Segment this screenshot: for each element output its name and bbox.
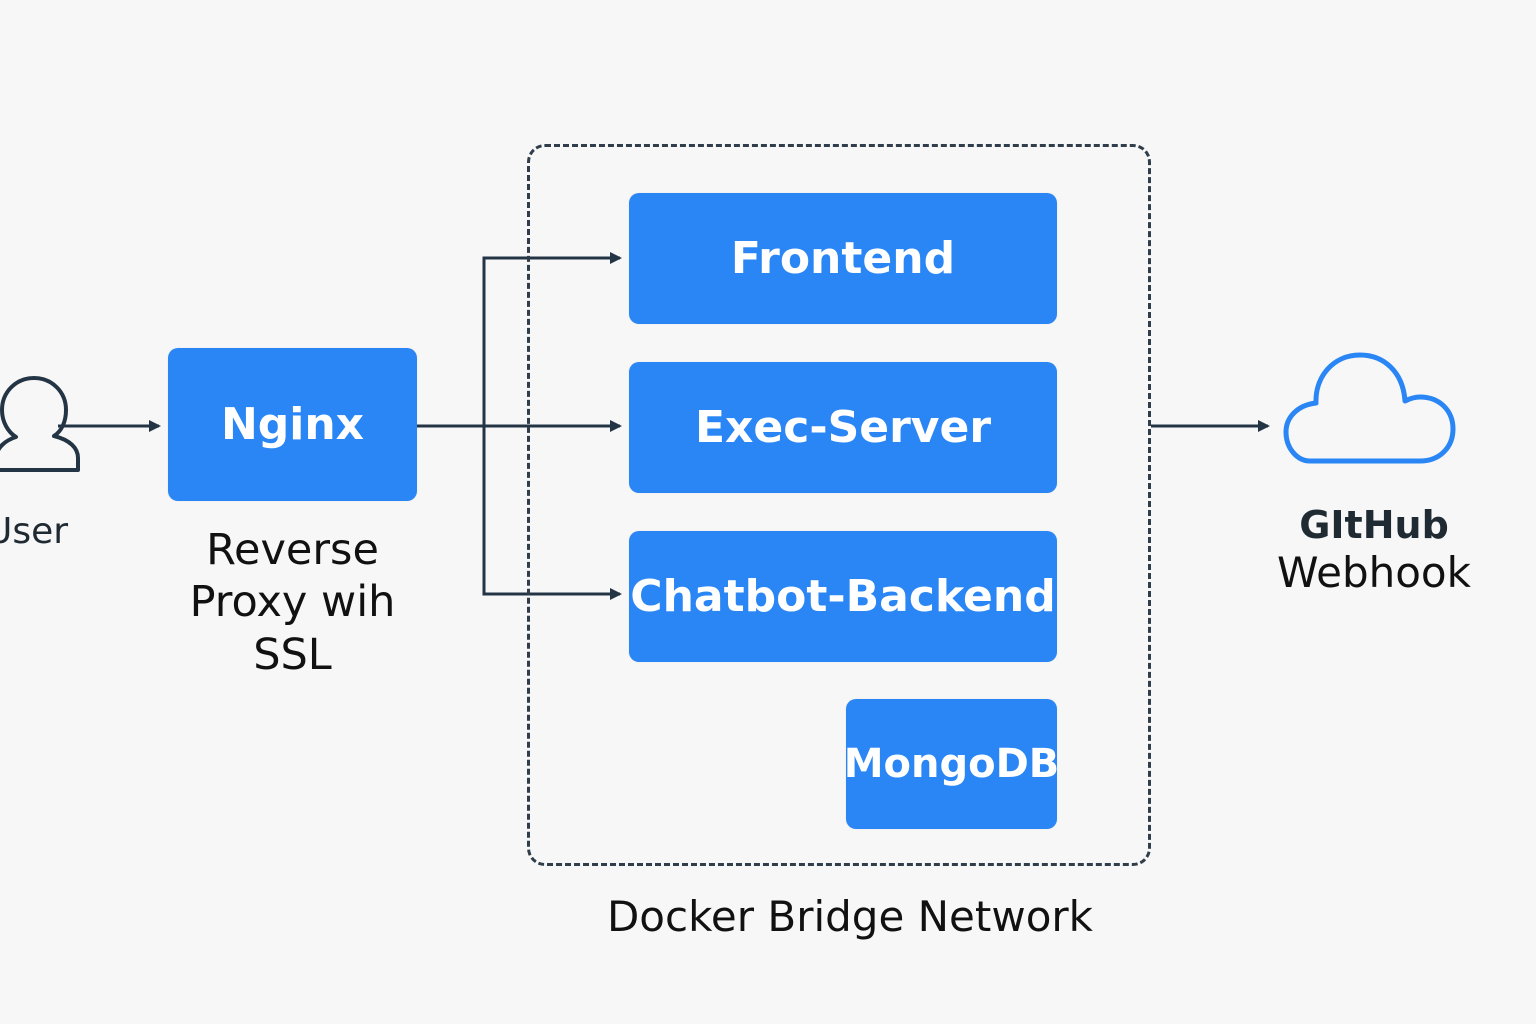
mongodb-label: MongoDB bbox=[843, 741, 1060, 787]
frontend-label: Frontend bbox=[730, 233, 956, 284]
user-icon-svg bbox=[0, 376, 80, 472]
network-caption: Docker Bridge Network bbox=[606, 892, 1094, 941]
chatbot-backend-box: Chatbot-Backend bbox=[629, 531, 1057, 662]
chatbot-backend-label: Chatbot-Backend bbox=[630, 571, 1056, 622]
docker-bridge-network-boundary bbox=[527, 144, 1151, 866]
nginx-label: Nginx bbox=[220, 399, 365, 450]
github-title: GItHub bbox=[1299, 503, 1449, 547]
cloud-icon-svg bbox=[1283, 352, 1456, 464]
user-icon bbox=[0, 374, 80, 474]
cloud-icon bbox=[1282, 349, 1457, 469]
nginx-box: Nginx bbox=[168, 348, 417, 501]
github-subtitle: Webhook bbox=[1277, 548, 1471, 597]
frontend-box: Frontend bbox=[629, 193, 1057, 324]
exec-server-box: Exec-Server bbox=[629, 362, 1057, 493]
nginx-caption: Reverse Proxy wih SSL bbox=[189, 525, 396, 680]
user-label: User bbox=[0, 511, 69, 552]
mongodb-box: MongoDB bbox=[843, 699, 1060, 829]
exec-server-label: Exec-Server bbox=[694, 402, 992, 453]
